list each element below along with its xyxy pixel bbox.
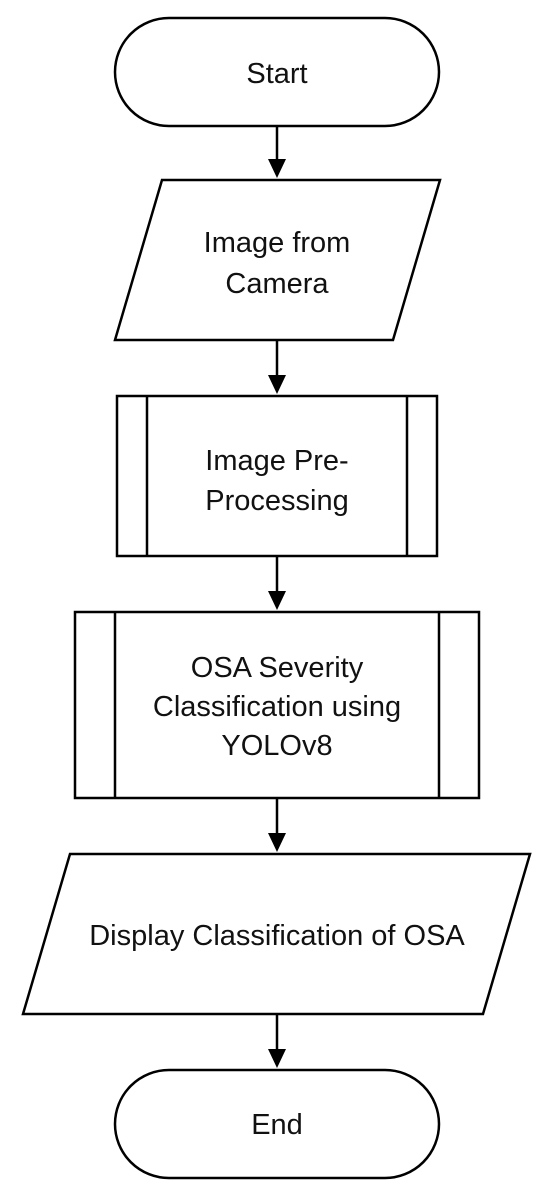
preprocess-box: Image Pre- Processing — [115, 394, 439, 558]
output-label: Display Classification of OSA — [89, 920, 465, 952]
input-parallelogram-shape — [113, 178, 442, 342]
arrow-output-to-end — [268, 1014, 286, 1068]
classification-box: OSA Severity Classification using YOLOv8 — [73, 610, 481, 800]
start-terminator: Start — [113, 16, 441, 128]
arrow-head — [268, 591, 286, 610]
end-terminator: End — [113, 1068, 441, 1180]
preprocess-box-shape — [115, 394, 439, 558]
end-terminator-shape — [113, 1068, 441, 1180]
arrow-classify-to-output — [268, 798, 286, 852]
arrow-input-to-preprocess — [268, 340, 286, 394]
arrow-head — [268, 1049, 286, 1068]
arrow-head — [268, 159, 286, 178]
preprocess-label-line-2: Processing — [205, 485, 348, 517]
arrow-start-to-input — [268, 126, 286, 178]
arrow-preprocess-to-classify — [268, 556, 286, 610]
output-parallelogram-shape — [21, 852, 532, 1016]
input-label-line-2: Camera — [225, 268, 329, 300]
arrow-head — [268, 833, 286, 852]
classification-label-line-2: Classification using — [153, 691, 401, 723]
classification-label-line-1: OSA Severity — [191, 652, 364, 684]
arrow-head — [268, 375, 286, 394]
classification-box-shape — [73, 610, 481, 800]
preprocess-label-line-1: Image Pre- — [205, 445, 348, 477]
start-label: Start — [246, 58, 307, 90]
classification-label-line-3: YOLOv8 — [221, 730, 332, 762]
output-parallelogram: Display Classification of OSA — [21, 852, 532, 1016]
end-label: End — [251, 1109, 303, 1141]
input-parallelogram: Image from Camera — [113, 178, 442, 342]
input-label-line-1: Image from — [204, 227, 351, 259]
